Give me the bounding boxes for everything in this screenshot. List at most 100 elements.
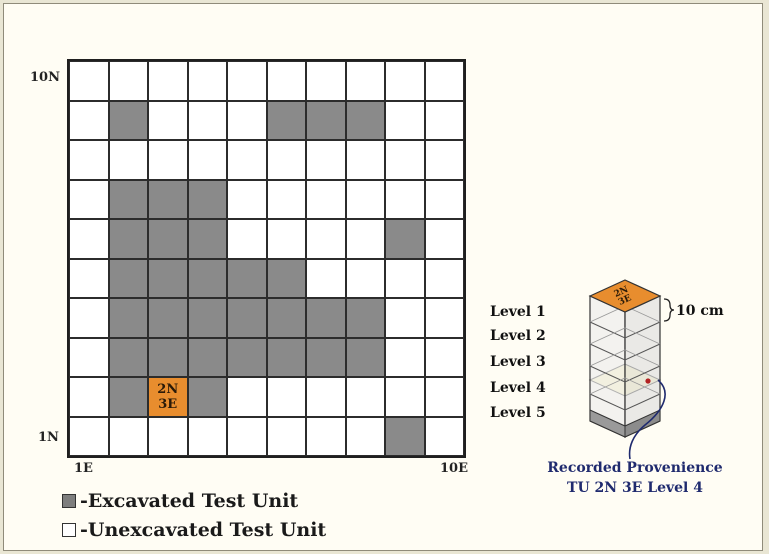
grid-cell-unexcavated bbox=[306, 179, 346, 219]
grid-cell-unexcavated bbox=[227, 377, 267, 417]
grid-cell-unexcavated bbox=[69, 377, 109, 417]
grid-cell-unexcavated bbox=[385, 100, 425, 140]
grid-cell-excavated bbox=[187, 377, 227, 417]
grid-cell-unexcavated bbox=[306, 377, 346, 417]
grid-cell-unexcavated bbox=[148, 61, 188, 101]
grid-cell-unexcavated bbox=[306, 140, 346, 180]
grid-cell-unexcavated bbox=[266, 179, 306, 219]
grid-cell-unexcavated bbox=[345, 140, 385, 180]
grid-cell-excavated bbox=[385, 219, 425, 259]
grid-cell-excavated bbox=[187, 258, 227, 298]
grid-cell-unexcavated bbox=[266, 416, 306, 456]
level-label-5: Level 5 bbox=[490, 405, 546, 421]
grid-cell-unexcavated bbox=[69, 61, 109, 101]
grid-cell-excavated bbox=[227, 258, 267, 298]
grid-cell-unexcavated bbox=[69, 140, 109, 180]
grid-cell-unexcavated bbox=[385, 298, 425, 338]
grid-cell-unexcavated bbox=[385, 61, 425, 101]
grid-cell-unexcavated bbox=[69, 416, 109, 456]
grid-cell-unexcavated bbox=[187, 61, 227, 101]
level-divider-2 bbox=[589, 343, 661, 361]
grid-cell-unexcavated bbox=[424, 258, 464, 298]
grid-cell-unexcavated bbox=[424, 100, 464, 140]
level-divider-3-back bbox=[589, 349, 661, 367]
level-label-1: Level 1 bbox=[490, 304, 546, 320]
grid-cell-unexcavated bbox=[266, 377, 306, 417]
excavated-swatch bbox=[62, 494, 76, 508]
grid-cell-excavated bbox=[306, 100, 346, 140]
grid-cell-unexcavated bbox=[345, 61, 385, 101]
grid-cell-unexcavated bbox=[148, 100, 188, 140]
grid-cell-excavated bbox=[266, 298, 306, 338]
grid-cell-excavated bbox=[266, 258, 306, 298]
axis-label-1n: 1N bbox=[38, 430, 59, 445]
grid-cell-unexcavated bbox=[345, 179, 385, 219]
grid-cell-unexcavated bbox=[345, 377, 385, 417]
grid-cell-excavated bbox=[266, 337, 306, 377]
grid-cell-unexcavated bbox=[148, 416, 188, 456]
grid-cell-unexcavated bbox=[69, 298, 109, 338]
grid-cell-excavated bbox=[266, 100, 306, 140]
grid-cell-unexcavated bbox=[108, 61, 148, 101]
grid-cell-unexcavated bbox=[227, 61, 267, 101]
grid-cell-unexcavated bbox=[424, 416, 464, 456]
grid-cell-excavated bbox=[148, 219, 188, 259]
grid-cell-unexcavated bbox=[69, 100, 109, 140]
grid-cell-unexcavated bbox=[187, 140, 227, 180]
grid-cell-unexcavated bbox=[108, 416, 148, 456]
unexcavated-swatch bbox=[62, 523, 76, 537]
grid-cell-unexcavated bbox=[345, 219, 385, 259]
level-label-2: Level 2 bbox=[490, 328, 546, 344]
provenience-point bbox=[645, 378, 651, 384]
grid-cell-excavated bbox=[227, 337, 267, 377]
axis-label-1e: 1E bbox=[74, 461, 93, 476]
grid-cell-excavated bbox=[148, 258, 188, 298]
grid-cell-unexcavated bbox=[345, 416, 385, 456]
grid-cell-excavated bbox=[345, 337, 385, 377]
grid-cell-unexcavated bbox=[187, 100, 227, 140]
grid-cell-unexcavated bbox=[227, 179, 267, 219]
grid-cell-unexcavated bbox=[424, 298, 464, 338]
grid-cell-excavated bbox=[108, 298, 148, 338]
grid-cell-unexcavated bbox=[69, 258, 109, 298]
grid-cell-unexcavated bbox=[424, 337, 464, 377]
level-divider-4 bbox=[589, 393, 661, 411]
grid-cell-excavated bbox=[306, 337, 346, 377]
grid-cell-unexcavated bbox=[424, 140, 464, 180]
grid-cell-excavated bbox=[227, 298, 267, 338]
grid-cell-excavated bbox=[345, 298, 385, 338]
grid-cell-excavated bbox=[148, 337, 188, 377]
grid-cell-unexcavated bbox=[266, 61, 306, 101]
grid-cell-unexcavated bbox=[227, 416, 267, 456]
grid-cell-unexcavated bbox=[69, 337, 109, 377]
grid-cell-unexcavated bbox=[385, 140, 425, 180]
grid-cell-unexcavated bbox=[148, 140, 188, 180]
grid-cell-excavated bbox=[385, 416, 425, 456]
grid-cell-unexcavated bbox=[306, 416, 346, 456]
grid-cell-unexcavated bbox=[424, 61, 464, 101]
column-top-face bbox=[588, 279, 662, 313]
dimension-label: 10 cm bbox=[676, 303, 724, 319]
grid-cell-unexcavated bbox=[424, 179, 464, 219]
grid-cell-unexcavated bbox=[385, 337, 425, 377]
selected-unit-label: 2N 3E bbox=[157, 381, 179, 412]
legend-excavated-label: -Excavated Test Unit bbox=[80, 490, 299, 512]
grid-cell-excavated bbox=[108, 179, 148, 219]
grid-cell-excavated bbox=[187, 337, 227, 377]
test-unit-grid: 2N 3E bbox=[67, 59, 466, 458]
grid-cell-excavated bbox=[345, 100, 385, 140]
grid-cell-excavated bbox=[108, 100, 148, 140]
grid-cell-unexcavated bbox=[424, 377, 464, 417]
grid-cell-unexcavated bbox=[187, 416, 227, 456]
level-label-3: Level 3 bbox=[490, 354, 546, 370]
top-label-2n: 2N3E bbox=[613, 285, 634, 308]
legend-excavated: -Excavated Test Unit bbox=[62, 490, 298, 512]
grid-cell-unexcavated bbox=[306, 61, 346, 101]
grid-cell-excavated bbox=[148, 298, 188, 338]
provenience-detail: TU 2N 3E Level 4 bbox=[567, 480, 703, 496]
grid-cell-excavated bbox=[187, 219, 227, 259]
grid-cell-unexcavated bbox=[266, 219, 306, 259]
bottom-right-face bbox=[624, 409, 661, 438]
level-divider-1 bbox=[589, 321, 661, 339]
